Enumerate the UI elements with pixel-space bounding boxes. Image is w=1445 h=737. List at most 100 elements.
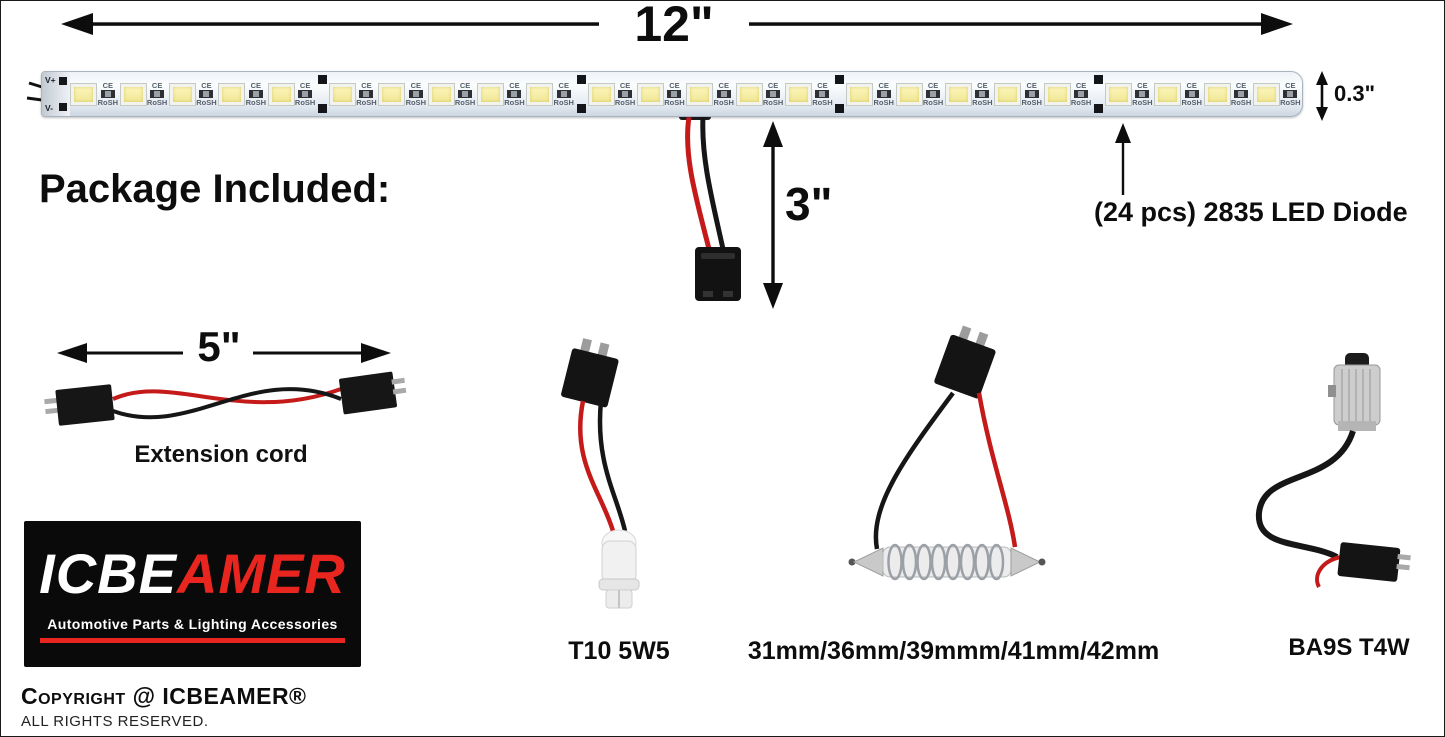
resistor	[1024, 90, 1039, 98]
led-chip	[477, 83, 503, 105]
led-chip	[120, 83, 146, 105]
resistor	[876, 90, 891, 98]
strip-width-arrow	[1316, 71, 1328, 121]
diode-pointer-arrow	[1115, 123, 1131, 195]
strip-cut-mark	[317, 72, 329, 116]
festoon-adapter-photo	[848, 325, 1046, 581]
drop-connector	[695, 247, 741, 301]
brand-part-1: ICBE	[39, 541, 177, 605]
led-chip	[268, 83, 294, 105]
resistor	[1074, 90, 1089, 98]
led-chip	[219, 83, 245, 105]
resistor	[298, 90, 313, 98]
logo-red-bar	[40, 637, 345, 643]
extension-cord-label: Extension cord	[134, 441, 308, 468]
resistor	[408, 90, 423, 98]
led-chip	[1204, 83, 1230, 105]
resistor	[100, 90, 115, 98]
led-chip	[428, 83, 454, 105]
strip-length-label: 12"	[634, 0, 714, 52]
resistor	[975, 90, 990, 98]
extension-cord-photo	[44, 371, 407, 426]
package-included-title: Package Included:	[39, 167, 391, 211]
led-chip	[588, 83, 614, 105]
wire-length-label: 3"	[785, 178, 833, 230]
resistor	[1184, 90, 1199, 98]
brand-wordmark: ICBEAMER	[39, 545, 346, 602]
led-chip	[995, 83, 1021, 105]
resistor	[458, 90, 473, 98]
led-chip	[527, 83, 553, 105]
ba9s-adapter-photo	[1255, 353, 1411, 588]
resistor	[359, 90, 374, 98]
resistor	[556, 90, 571, 98]
ba9s-label: BA9S T4W	[1288, 634, 1410, 661]
led-chip	[169, 83, 195, 105]
drop-wire	[679, 105, 726, 250]
led-chip	[71, 83, 97, 105]
led-chip	[1253, 83, 1279, 105]
v-minus-label: V-	[45, 103, 54, 113]
v-plus-label: V+	[45, 75, 56, 85]
led-chip	[1044, 83, 1070, 105]
strip-width-label: 0.3"	[1334, 81, 1376, 106]
resistor	[667, 90, 682, 98]
led-diode-note: (24 pcs) 2835 LED Diode	[1094, 197, 1408, 227]
led-chip	[785, 83, 811, 105]
led-chip	[1105, 83, 1131, 105]
resistor	[716, 90, 731, 98]
led-chip	[945, 83, 971, 105]
led-chip	[637, 83, 663, 105]
strip-cut-mark	[575, 72, 587, 116]
resistor	[1135, 90, 1150, 98]
strip-power-pads: V+ V-	[42, 72, 70, 116]
led-chip	[379, 83, 405, 105]
brand-part-2: AMER	[176, 541, 346, 605]
led-chip	[687, 83, 713, 105]
led-chip	[329, 83, 355, 105]
icbeamer-logo: ICBEAMER Automotive Parts & Lighting Acc…	[24, 521, 361, 667]
resistor	[507, 90, 522, 98]
led-chip	[847, 83, 873, 105]
resistor	[618, 90, 633, 98]
wire-length-arrow	[763, 121, 783, 309]
